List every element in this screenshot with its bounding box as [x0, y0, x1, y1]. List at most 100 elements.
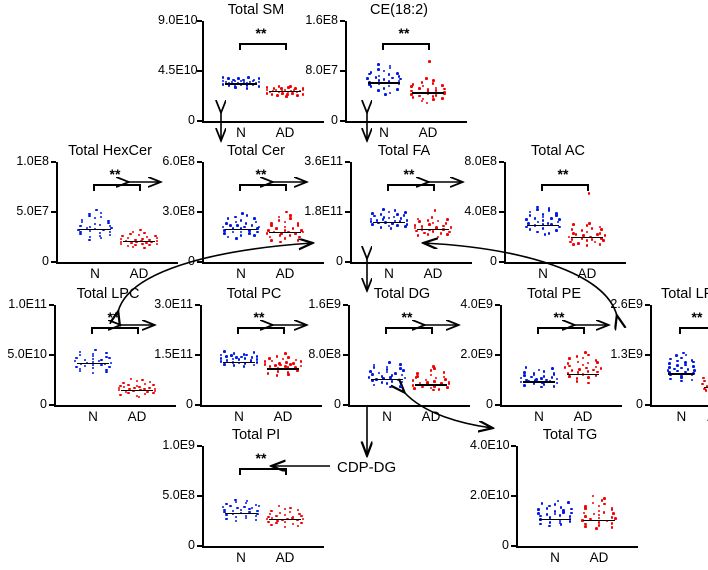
- data-point: [566, 372, 570, 376]
- data-point: [296, 222, 300, 225]
- data-point: [411, 83, 415, 87]
- median-bar: [414, 384, 448, 386]
- data-point: [542, 369, 546, 373]
- data-point: [549, 216, 553, 220]
- data-point: [104, 368, 108, 372]
- data-point: [257, 85, 261, 88]
- data-point: [584, 522, 588, 526]
- median-bar: [526, 224, 560, 226]
- data-point: [292, 88, 296, 92]
- data-point: [432, 388, 435, 392]
- data-point: [289, 89, 293, 93]
- data-point: [256, 512, 259, 516]
- y-tick-label: 0: [40, 397, 47, 411]
- data-point: [374, 75, 378, 79]
- data-point: [576, 371, 580, 374]
- data-point: [424, 378, 428, 382]
- data-point: [78, 369, 82, 373]
- data-point: [285, 210, 289, 214]
- plot-area: [197, 161, 324, 264]
- data-point: [575, 379, 579, 383]
- data-point: [447, 380, 451, 384]
- data-point: [599, 367, 603, 371]
- y-tick: [340, 20, 345, 22]
- data-point: [141, 237, 144, 241]
- data-point: [558, 225, 561, 229]
- y-tick: [51, 261, 56, 263]
- data-point: [78, 367, 82, 371]
- data-point: [240, 355, 243, 359]
- y-tick: [511, 495, 516, 497]
- data-point: [117, 388, 121, 392]
- data-point: [421, 84, 425, 88]
- data-point: [221, 225, 225, 229]
- median-bar: [266, 368, 300, 370]
- data-point: [375, 219, 379, 222]
- data-point: [289, 214, 293, 217]
- data-point: [228, 504, 232, 508]
- data-point: [104, 370, 108, 374]
- data-point: [367, 376, 371, 379]
- data-point: [247, 232, 251, 235]
- y-tick: [197, 20, 202, 22]
- data-point: [108, 365, 111, 369]
- data-point: [228, 224, 232, 227]
- data-point: [91, 363, 95, 367]
- data-point: [143, 382, 147, 386]
- y-tick-label: 4.0E8: [464, 204, 497, 218]
- data-point: [387, 73, 391, 77]
- data-point: [280, 232, 283, 235]
- data-point: [428, 223, 431, 226]
- data-point: [287, 373, 291, 376]
- data-point: [549, 223, 553, 226]
- data-point: [420, 99, 424, 103]
- data-point: [570, 228, 574, 231]
- data-point: [572, 231, 576, 235]
- x-axis: [345, 121, 467, 123]
- y-tick-label: 3.6E11: [304, 154, 343, 168]
- data-point: [592, 512, 596, 516]
- data-point: [108, 356, 111, 360]
- data-point: [538, 514, 542, 518]
- data-point: [291, 91, 294, 95]
- data-point: [234, 515, 238, 519]
- data-point: [597, 524, 601, 527]
- data-point: [610, 515, 614, 519]
- data-point: [524, 378, 528, 382]
- data-point: [431, 82, 435, 85]
- data-point: [91, 352, 95, 356]
- data-point: [550, 376, 554, 379]
- data-point: [526, 379, 530, 383]
- data-point: [400, 380, 404, 384]
- data-point: [268, 512, 272, 516]
- y-tick: [345, 261, 350, 263]
- data-point: [558, 519, 562, 523]
- data-point: [288, 510, 292, 514]
- data-point: [280, 89, 284, 93]
- data-point: [584, 505, 588, 508]
- median-bar: [268, 91, 302, 93]
- data-point: [286, 371, 290, 374]
- data-point: [553, 512, 557, 516]
- data-point: [589, 235, 592, 239]
- y-axis: [202, 446, 204, 546]
- data-point: [584, 507, 588, 510]
- data-point: [428, 60, 431, 63]
- y-tick-label: 3.0E11: [154, 297, 193, 311]
- y-tick-label: 1.6E8: [305, 13, 338, 27]
- data-point: [404, 211, 407, 214]
- data-point: [85, 361, 89, 365]
- data-point: [119, 393, 122, 397]
- data-point: [387, 80, 391, 83]
- data-point: [370, 379, 374, 382]
- data-point: [541, 226, 545, 230]
- data-point: [524, 366, 528, 369]
- data-point: [294, 366, 298, 369]
- data-point: [433, 367, 436, 371]
- data-point: [542, 383, 546, 386]
- data-point: [376, 68, 380, 72]
- data-point: [395, 88, 399, 92]
- data-point: [265, 232, 269, 235]
- data-point: [594, 374, 598, 377]
- data-point: [426, 219, 430, 222]
